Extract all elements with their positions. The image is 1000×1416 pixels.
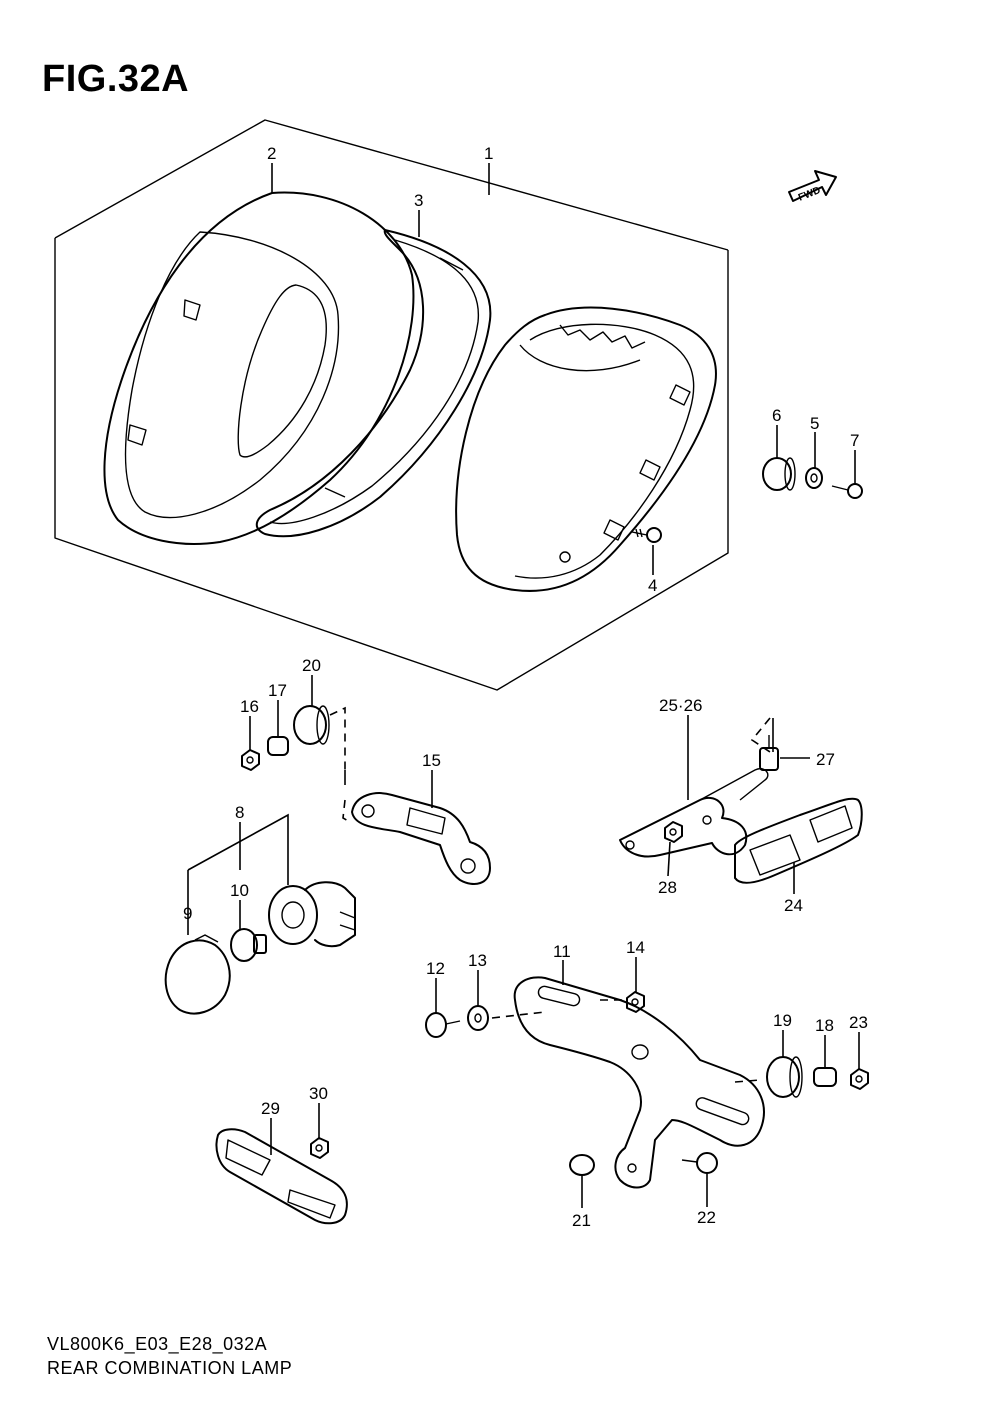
part-4-screw [631, 527, 662, 543]
callout-25-26: 25·26 [659, 696, 702, 715]
part-5-washer [805, 467, 823, 489]
figure-title: FIG.32A [42, 58, 190, 100]
part-13-washer [467, 1005, 489, 1031]
assembly-outline-box [54, 119, 729, 691]
part-17-collar [267, 736, 289, 756]
callout-14: 14 [626, 938, 645, 957]
callout-22: 22 [697, 1208, 716, 1227]
callout-8: 8 [235, 803, 244, 822]
callout-12: 12 [426, 959, 445, 978]
part-20-grommet [293, 705, 330, 745]
part-21-cap [569, 1154, 595, 1176]
model-code: VL800K6_E03_E28_032A [47, 1334, 268, 1354]
callout-18: 18 [815, 1016, 834, 1035]
callout-3: 3 [414, 191, 423, 210]
part-14-nut [626, 991, 645, 1013]
callout-labels: 1 2 3 4 5 6 7 8 9 10 11 12 13 14 15 16 1… [183, 144, 868, 1230]
callout-21: 21 [572, 1211, 591, 1230]
callout-17: 17 [268, 681, 287, 700]
part-29-reflector [215, 1128, 348, 1225]
part-25-26-bracket [619, 768, 769, 858]
callout-29: 29 [261, 1099, 280, 1118]
leader-lines [239, 163, 860, 1208]
callout-23: 23 [849, 1013, 868, 1032]
part-7-screw [831, 483, 863, 499]
callout-6: 6 [772, 406, 781, 425]
part-6-grommet [762, 457, 796, 491]
part-10-bulb [230, 928, 267, 962]
part-15-bracket [351, 792, 491, 885]
callout-27: 27 [816, 750, 835, 769]
part-23-nut [850, 1068, 869, 1090]
callout-5: 5 [810, 414, 819, 433]
callout-1: 1 [484, 144, 493, 163]
forward-direction-arrow: FWD [788, 170, 837, 204]
part-27-bolt [759, 735, 779, 771]
callout-20: 20 [302, 656, 321, 675]
callout-9: 9 [183, 904, 192, 923]
callout-30: 30 [309, 1084, 328, 1103]
callout-16: 16 [240, 697, 259, 716]
callout-11: 11 [553, 942, 571, 961]
callout-4: 4 [648, 576, 657, 595]
part-24-reflector [734, 797, 863, 884]
callout-28: 28 [658, 878, 677, 897]
callout-19: 19 [773, 1011, 792, 1030]
part-16-nut [241, 749, 260, 771]
callout-24: 24 [784, 896, 803, 915]
part-2-lens-housing [103, 191, 415, 545]
part-9-side-lens [164, 934, 231, 1015]
callout-15: 15 [422, 751, 441, 770]
part-19-grommet [766, 1056, 803, 1098]
part-11-mounting-bracket [513, 976, 765, 1189]
callout-10: 10 [230, 881, 249, 900]
part-28-nut [664, 821, 683, 843]
part-30-nut [310, 1137, 329, 1159]
callout-2: 2 [267, 144, 276, 163]
callout-7: 7 [850, 431, 859, 450]
part-18-collar [813, 1067, 837, 1087]
callout-13: 13 [468, 951, 487, 970]
part-22-bolt [681, 1152, 718, 1174]
part-1-lamp-body [455, 306, 717, 592]
part-8-socket [268, 881, 356, 948]
part-3-gasket [255, 229, 492, 538]
part-12-bolt [425, 1012, 461, 1038]
figure-caption: REAR COMBINATION LAMP [47, 1358, 293, 1378]
